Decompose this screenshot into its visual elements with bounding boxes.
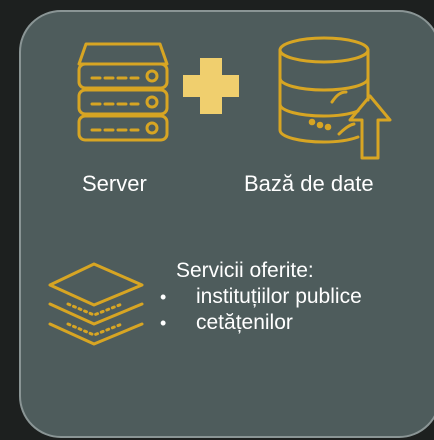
- services-item-citizens: cetățenilor: [196, 311, 293, 334]
- server-label: Server: [82, 171, 147, 196]
- database-label: Bază de date: [244, 171, 374, 196]
- server-rack-icon: [77, 42, 169, 142]
- stacked-layers-icon: [48, 262, 144, 346]
- plus-icon: [183, 58, 239, 114]
- services-block: Servicii oferite: • instituțiilor public…: [160, 258, 362, 336]
- database-upload-icon: [278, 36, 392, 160]
- bullet-icon: •: [160, 287, 167, 307]
- services-list-item: • cetățenilor: [160, 310, 362, 336]
- services-list: • instituțiilor publice • cetățenilor: [160, 284, 362, 336]
- bullet-icon: •: [160, 313, 167, 333]
- services-list-item: • instituțiilor publice: [160, 284, 362, 310]
- services-item-public-institutions: instituțiilor publice: [196, 285, 362, 308]
- services-title: Servicii oferite:: [176, 259, 314, 282]
